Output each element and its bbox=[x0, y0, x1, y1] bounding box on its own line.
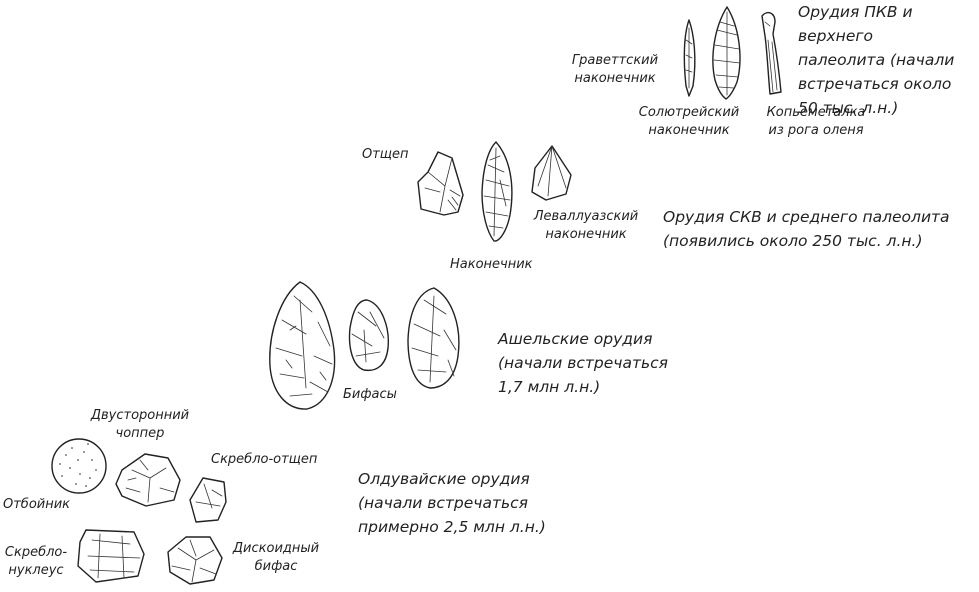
label-chopper: Двусторонний чоппер bbox=[90, 408, 190, 441]
group-oldowan: Олдувайские орудия (начали встречаться п… bbox=[358, 470, 546, 536]
label-point: Наконечник bbox=[450, 257, 533, 272]
label-discoid-biface: Дискоидный бифас bbox=[232, 541, 320, 574]
levallois-point-drawing bbox=[531, 145, 572, 201]
group-middle-paleolithic: Орудия СКВ и среднего палеолита (появили… bbox=[663, 208, 950, 250]
hammerstone-drawing bbox=[51, 438, 107, 494]
label-hammerstone: Отбойник bbox=[3, 497, 71, 512]
label-scraper-flake: Скребло-отщеп bbox=[211, 452, 318, 467]
label-spear-thrower: Копьеметалка из рога оленя bbox=[766, 105, 866, 138]
chopper-drawing bbox=[115, 453, 181, 507]
biface-large-drawing bbox=[269, 281, 336, 410]
point-drawing bbox=[481, 141, 513, 242]
group-acheulean: Ашельские орудия (начали встречаться 1,7… bbox=[498, 330, 668, 396]
biface-ovate-drawing bbox=[407, 287, 460, 389]
label-bifaces: Бифасы bbox=[343, 387, 397, 402]
label-solutrean-point: Солютрейский наконечник bbox=[638, 105, 740, 138]
label-levallois-point: Леваллуазский наконечник bbox=[533, 209, 639, 242]
spear-thrower-drawing bbox=[761, 11, 782, 95]
solutrean-point-drawing bbox=[712, 6, 741, 100]
discoid-biface-drawing bbox=[167, 536, 223, 585]
label-flake: Отщеп bbox=[362, 147, 409, 162]
label-gravettian-point: Граветтский наконечник bbox=[571, 53, 659, 86]
group-upper-paleolithic: Орудия ПКВ и верхнего палеолита (начали … bbox=[798, 3, 955, 117]
biface-small-drawing bbox=[348, 299, 389, 372]
scraper-core-drawing bbox=[77, 529, 145, 583]
flake-drawing bbox=[417, 151, 464, 216]
scraper-flake-drawing bbox=[189, 477, 227, 523]
gravettian-point-drawing bbox=[683, 19, 696, 97]
label-scraper-core: Скребло- нуклеус bbox=[4, 545, 68, 578]
